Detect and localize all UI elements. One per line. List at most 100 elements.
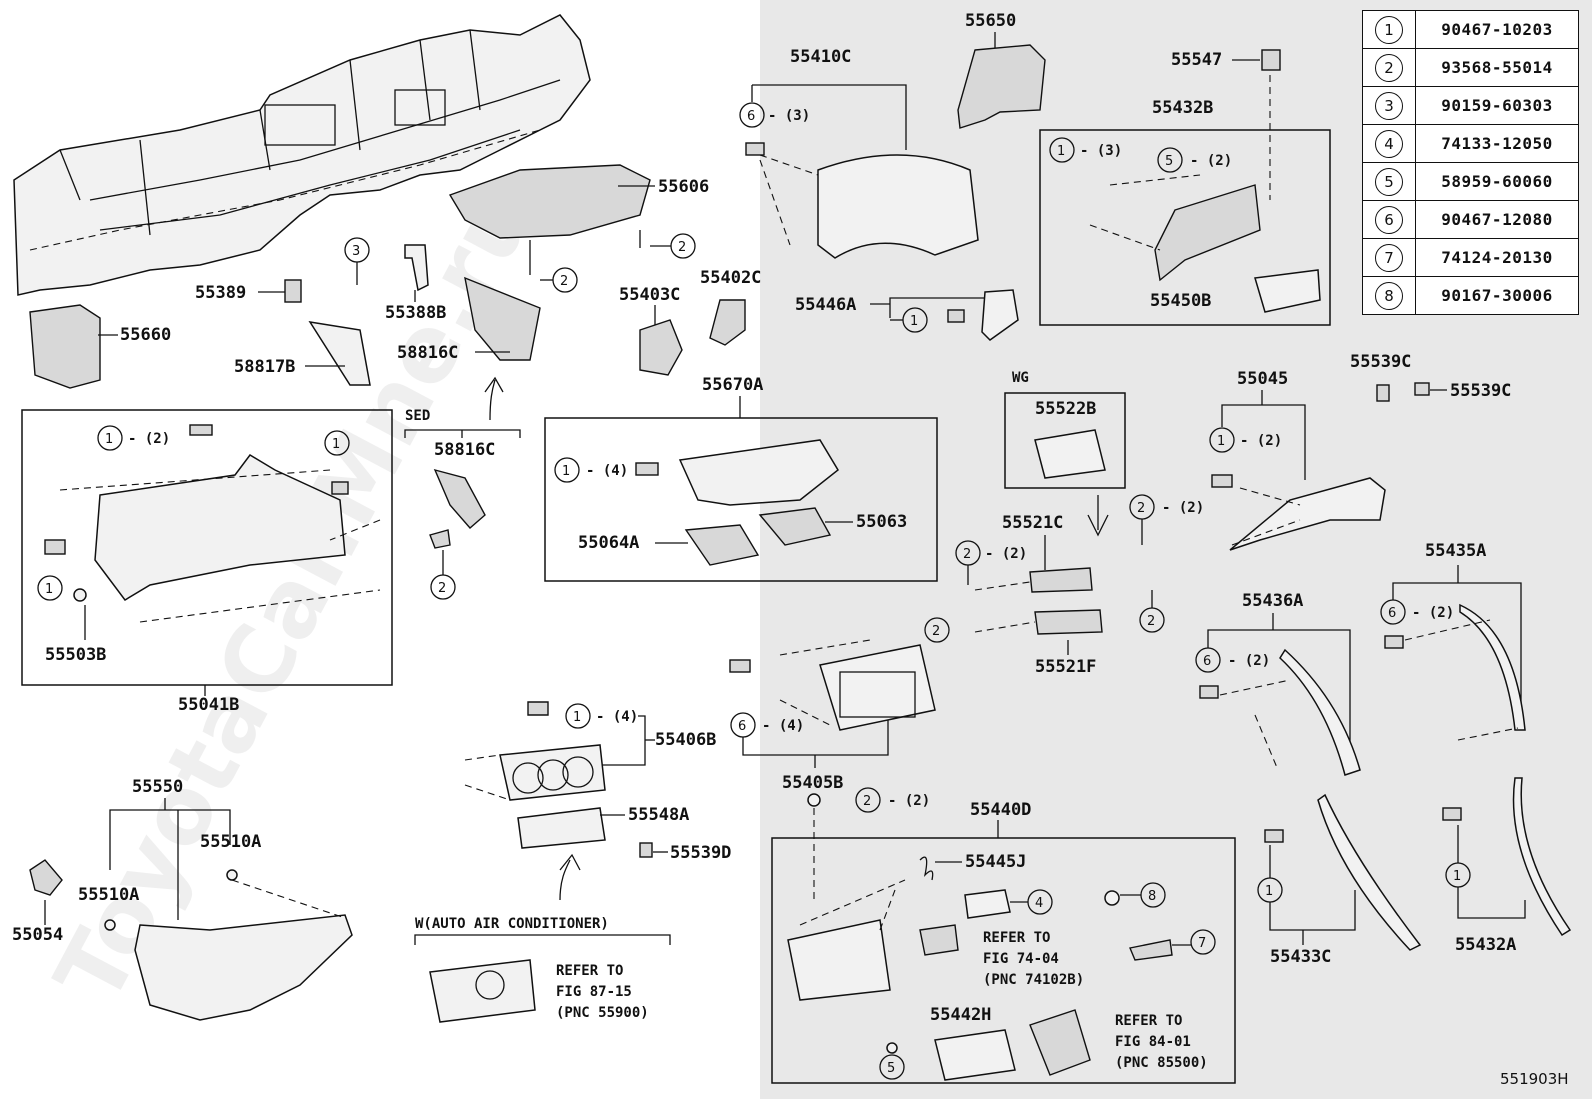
part-55550-drawing [134,914,353,1021]
label-55403C: 55403C [619,285,680,305]
svg-text:FIG 74-04: FIG 74-04 [983,951,1059,967]
label-55510A-a: 55510A [200,832,261,852]
part-55670A-drawing [678,439,839,506]
svg-text:2: 2 [963,547,971,562]
label-55539C-a: 55539C [1350,352,1411,372]
legend-part-number: 74133-12050 [1415,124,1579,163]
svg-text:3: 3 [352,244,360,259]
box-55440D [771,837,1236,1084]
svg-text:- (2): - (2) [1228,653,1270,669]
svg-text:1: 1 [105,432,113,447]
svg-text:2: 2 [560,274,568,289]
label-55547: 55547 [1171,50,1222,70]
svg-text:- (2): - (2) [1190,153,1232,169]
panel-reinforcement-drawing [13,14,591,296]
label-55064A: 55064A [578,533,639,553]
svg-text:- (2): - (2) [1240,433,1282,449]
svg-text:1: 1 [45,582,53,597]
part-55406B-drawing [499,744,606,801]
svg-text:- (2): - (2) [985,546,1027,562]
legend-key: 3 [1375,91,1403,120]
svg-text:6: 6 [1388,606,1396,621]
note-w-auto-ac: W(AUTO AIR CONDITIONER) [415,916,609,932]
legend-part-number: 74124-20130 [1415,238,1579,277]
label-55063: 55063 [856,512,907,532]
label-58817B: 58817B [234,357,295,377]
svg-text:5: 5 [1165,154,1173,169]
svg-text:- (4): - (4) [596,709,638,725]
label-55442H: 55442H [930,1005,991,1025]
label-55405B: 55405B [782,773,843,793]
part-55410C-drawing [817,154,979,259]
label-55539D: 55539D [670,843,731,863]
svg-text:1: 1 [1265,884,1273,899]
legend-row: 4 74133-12050 [1362,124,1579,163]
box-55670A [544,417,938,582]
label-55446A: 55446A [795,295,856,315]
svg-text:4: 4 [1035,896,1043,911]
label-55450B: 55450B [1150,291,1211,311]
svg-text:(PNC 74102B): (PNC 74102B) [983,972,1084,988]
svg-text:5: 5 [887,1061,895,1076]
diagram-code: 551903H [1500,1070,1569,1088]
svg-text:1: 1 [573,710,581,725]
legend-key: 4 [1375,129,1403,158]
legend-part-number: 58959-60060 [1415,162,1579,201]
svg-text:2: 2 [678,240,686,255]
svg-text:2: 2 [932,624,940,639]
label-55435A: 55435A [1425,541,1486,561]
svg-text:2: 2 [1147,614,1155,629]
legend-part-number: 90467-10203 [1415,10,1579,49]
part-55045-drawing [1229,477,1386,551]
svg-text:7: 7 [1198,936,1206,951]
legend-part-number: 90167-30006 [1415,276,1579,315]
label-55389: 55389 [195,283,246,303]
svg-text:REFER TO: REFER TO [983,930,1050,946]
part-55660-drawing [29,304,101,389]
svg-text:- (2): - (2) [1412,605,1454,621]
label-55406B: 55406B [655,730,716,750]
svg-text:2: 2 [863,794,871,809]
label-55650: 55650 [965,11,1016,31]
svg-text:6: 6 [747,109,755,124]
legend-row: 1 90467-10203 [1362,10,1579,49]
label-55436A: 55436A [1242,591,1303,611]
svg-text:1: 1 [562,464,570,479]
svg-text:- (4): - (4) [762,718,804,734]
svg-text:FIG 84-01: FIG 84-01 [1115,1034,1191,1050]
svg-text:2: 2 [1137,501,1145,516]
label-55440D: 55440D [970,800,1031,820]
svg-text:1: 1 [332,437,340,452]
label-55445J: 55445J [965,852,1026,872]
part-55440D-drawing [787,919,891,1001]
legend-key: 1 [1375,15,1403,44]
label-55522B: 55522B [1035,399,1096,419]
label-55503B: 55503B [45,645,106,665]
svg-text:- (2): - (2) [128,431,170,447]
label-55432A: 55432A [1455,935,1516,955]
label-55402C: 55402C [700,268,761,288]
label-55041B: 55041B [178,695,239,715]
svg-text:1: 1 [910,314,918,329]
svg-text:1: 1 [1217,434,1225,449]
label-55521F: 55521F [1035,657,1096,677]
svg-text:- (2): - (2) [888,793,930,809]
label-55606: 55606 [658,177,709,197]
svg-text:6: 6 [738,719,746,734]
svg-text:1: 1 [1057,144,1065,159]
label-55548A: 55548A [628,805,689,825]
legend-key: 8 [1375,281,1403,310]
svg-text:- (3): - (3) [1080,143,1122,159]
box-55432B [1039,129,1331,326]
note-sed: SED [405,408,430,424]
label-55054: 55054 [12,925,63,945]
part-55650-drawing [957,44,1046,129]
svg-text:1: 1 [1453,869,1461,884]
legend-key: 2 [1375,53,1403,82]
label-55045: 55045 [1237,369,1288,389]
